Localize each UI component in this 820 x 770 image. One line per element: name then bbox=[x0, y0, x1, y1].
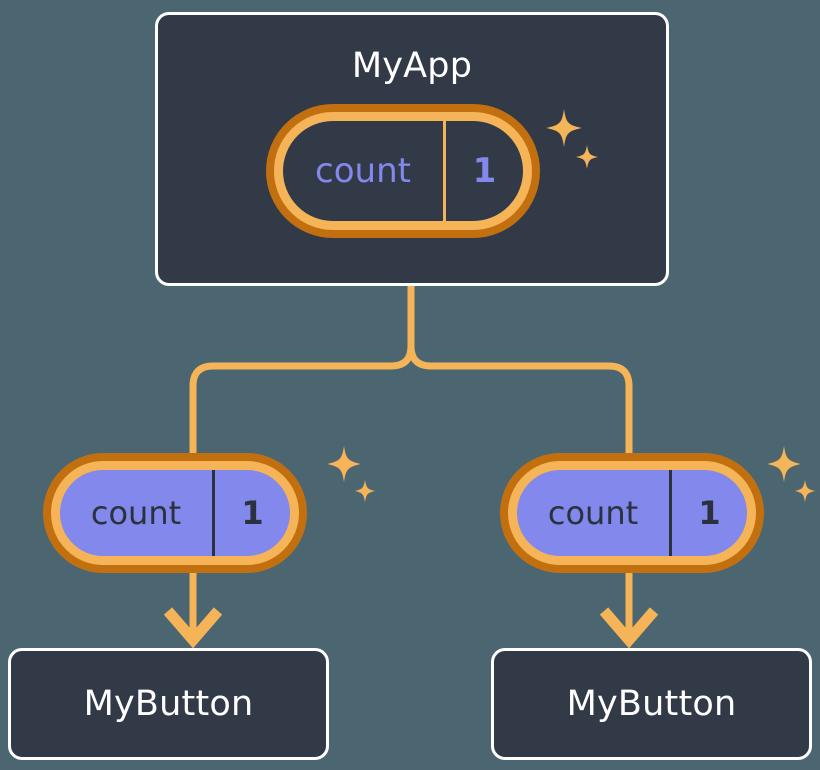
state-pill-body: count 1 bbox=[51, 461, 299, 565]
page-title: MyApp bbox=[351, 46, 473, 86]
state-pill-body: count 1 bbox=[508, 461, 756, 565]
state-pill-left[interactable]: count 1 bbox=[51, 461, 299, 565]
state-value-label: 1 bbox=[472, 151, 497, 191]
state-pill-myapp[interactable]: count 1 bbox=[274, 112, 532, 230]
component-card-mybutton-right[interactable]: MyButton bbox=[491, 648, 812, 760]
state-pill-body: count 1 bbox=[274, 112, 532, 230]
state-value-label: 1 bbox=[241, 494, 264, 532]
state-name-label: count bbox=[517, 470, 672, 556]
state-name-label: count bbox=[60, 470, 215, 556]
sparkle-4-point-icon bbox=[327, 446, 375, 502]
state-name-label: count bbox=[283, 121, 446, 221]
state-pill-right[interactable]: count 1 bbox=[508, 461, 756, 565]
component-title: MyButton bbox=[566, 683, 737, 724]
component-title: MyButton bbox=[83, 683, 254, 724]
sparkle-4-point-icon bbox=[767, 446, 815, 502]
state-value-label: 1 bbox=[698, 494, 721, 532]
component-card-mybutton-left[interactable]: MyButton bbox=[8, 648, 329, 760]
